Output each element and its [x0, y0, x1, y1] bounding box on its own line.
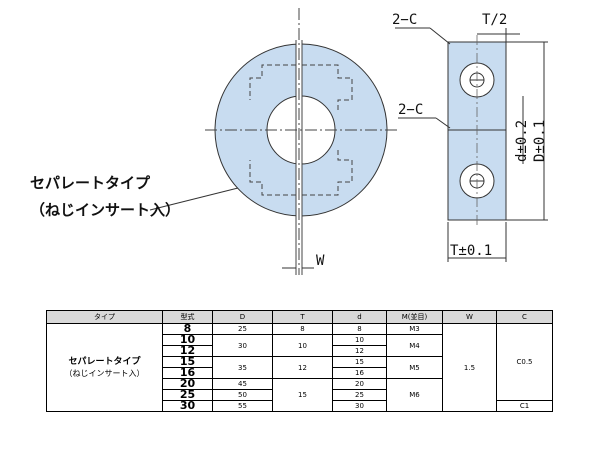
spec-table: タイプ 型式 D T d M(並目) W C セパレートタイプ （ねじインサート…: [46, 310, 553, 412]
d-cell: 25: [332, 389, 387, 401]
C-cell: C1: [496, 400, 553, 412]
T-cell: 12: [272, 356, 333, 379]
slit-width-label: W: [316, 253, 325, 269]
T-cell: 15: [272, 378, 333, 412]
d-cell: 30: [332, 400, 387, 412]
M-cell: M4: [386, 334, 443, 357]
M-cell: M5: [386, 356, 443, 379]
T-cell: 8: [272, 323, 333, 335]
table-header-row: タイプ 型式 D T d M(並目) W C: [46, 310, 553, 324]
M-cell: M6: [386, 378, 443, 412]
header-T: T: [272, 310, 333, 324]
type-label-line1: セパレートタイプ: [30, 174, 151, 192]
M-cell: M3: [386, 323, 443, 335]
hidden-lines: [249, 64, 353, 196]
d-cell: 12: [332, 345, 387, 357]
header-M: M(並目): [386, 310, 443, 324]
D-cell: 30: [212, 334, 273, 357]
type-cell: セパレートタイプ （ねじインサート入）: [46, 323, 163, 412]
header-type: タイプ: [46, 310, 163, 324]
d-cell: 16: [332, 367, 387, 379]
front-view: W: [149, 8, 398, 275]
thickness-tolerance-label: T±0.1: [450, 243, 492, 259]
D-cell: 25: [212, 323, 273, 335]
table-row: 30 55 30 C1: [47, 400, 553, 412]
table-row: セパレートタイプ （ねじインサート入） 8 25 8 8 M3 1.5 C0.5: [46, 323, 553, 412]
header-D: D: [212, 310, 273, 324]
D-cell: 50: [212, 389, 273, 401]
outer-tolerance-label: D±0.1: [532, 120, 548, 162]
table-row: 15 35 12 15 M5: [47, 356, 553, 379]
header-W: W: [442, 310, 497, 324]
D-cell: 45: [212, 378, 273, 390]
bore-tolerance-label: d±0.2: [514, 120, 530, 162]
model-cell: 30: [162, 400, 213, 412]
table-row: 10 30 10 10 M4: [47, 334, 553, 357]
d-cell: 15: [332, 356, 387, 368]
technical-drawing: W セパレートタイプ （ねじインサート入） T/2 T±0.1: [30, 8, 548, 275]
header-d: d: [332, 310, 387, 324]
W-cell: 1.5: [442, 323, 497, 412]
table-row: 16 16: [47, 367, 553, 379]
d-cell: 20: [332, 378, 387, 390]
C-cell: C0.5: [496, 323, 553, 401]
type-label-line2: （ねじインサート入）: [30, 201, 180, 219]
T-cell: 10: [272, 334, 333, 357]
type-sub: （ねじインサート入）: [64, 368, 145, 378]
d-cell: 8: [332, 323, 387, 335]
d-cell: 10: [332, 334, 387, 346]
type-name: セパレートタイプ: [68, 356, 141, 367]
chamfer-top-label: 2−C: [392, 12, 417, 28]
header-C: C: [496, 310, 553, 324]
side-view: T/2 T±0.1 d±0.2 D±0.1 2−C 2−C: [392, 12, 548, 262]
header-model: 型式: [162, 310, 213, 324]
D-cell: 35: [212, 356, 273, 379]
D-cell: 55: [212, 400, 273, 412]
chamfer-mid-label: 2−C: [398, 102, 423, 118]
half-thickness-label: T/2: [482, 12, 507, 28]
